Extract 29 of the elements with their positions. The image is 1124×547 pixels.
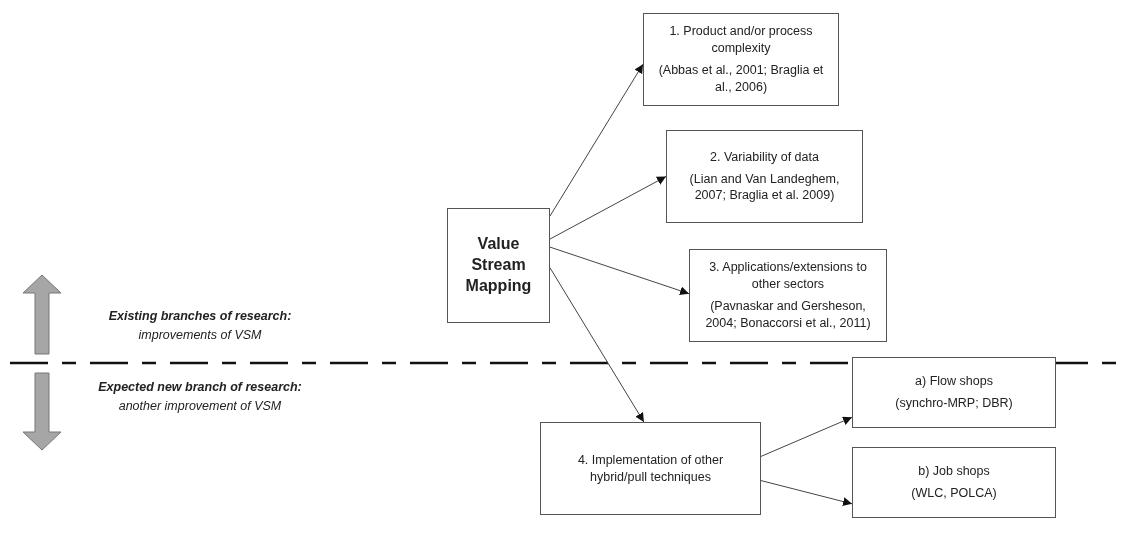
box-title: a) Flow shops — [915, 373, 993, 390]
arrow — [760, 416, 853, 457]
arrow — [549, 246, 690, 296]
section-subheading: improvements of VSM — [137, 328, 263, 342]
branch-box — [643, 13, 839, 106]
box-title: 4. Implementation of other hybrid/pull techniques — [576, 451, 725, 486]
citation-text: (Lian and Van Landeghem, 2007; Braglia et al. 2009) — [688, 170, 841, 205]
section-heading: Existing branches of research: — [107, 309, 293, 323]
box-title: Value Stream Mapping — [464, 234, 533, 296]
arrow — [549, 176, 667, 240]
arrow — [549, 63, 644, 217]
box-title: 1. Product and/or process complexity — [668, 23, 814, 57]
arrow — [760, 480, 853, 506]
citation-text: (Abbas et al., 2001; Braglia et al., 2006) — [657, 62, 825, 96]
box-title: 2. Variability of data — [710, 148, 819, 166]
branch-box — [852, 357, 1056, 428]
citation-text: (Pavnaskar and Gersheson, 2004; Bonaccorsi et al., 2011) — [704, 298, 872, 332]
citation-text: (synchro-MRP; DBR) — [895, 395, 1013, 412]
section-subheading: another improvement of VSM — [117, 399, 283, 413]
branch-box — [689, 249, 887, 342]
arrow — [549, 267, 645, 423]
main-topic-box — [447, 208, 550, 323]
branch-box — [666, 130, 863, 223]
section-heading: Expected new branch of research: — [97, 380, 303, 394]
citation-text: (WLC, POLCA) — [911, 485, 997, 502]
box-title: b) Job shops — [918, 463, 990, 480]
branch-box — [540, 422, 761, 515]
box-title: 3. Applications/extensions to other sectors — [708, 259, 868, 293]
branch-box — [852, 447, 1056, 518]
